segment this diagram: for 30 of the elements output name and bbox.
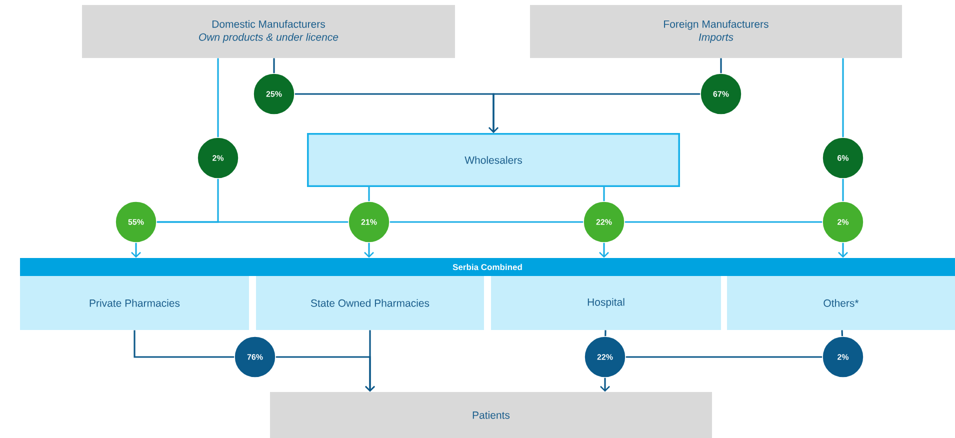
channel-box: Hospital [491, 276, 721, 330]
process-box: Wholesalers [307, 133, 680, 187]
connector [624, 221, 822, 223]
channel-box: State Owned Pharmacies [256, 276, 484, 330]
connector [273, 58, 275, 74]
channel-box: Private Pharmacies [20, 276, 249, 330]
connector [599, 242, 609, 258]
connector [626, 356, 822, 358]
connector [134, 330, 234, 358]
connector [156, 221, 348, 223]
connector [600, 378, 610, 392]
connector [488, 93, 700, 133]
connector [604, 330, 606, 336]
connector [842, 178, 844, 202]
connector [390, 221, 584, 223]
connector [841, 330, 844, 336]
connector [842, 58, 844, 138]
connector [838, 242, 848, 258]
connector [217, 58, 219, 138]
connector [364, 242, 374, 258]
connector [720, 58, 722, 74]
connector [365, 330, 375, 392]
process-box: Patients [270, 392, 712, 438]
connector [131, 242, 141, 258]
process-box: Foreign Manufacturers Imports [530, 5, 902, 58]
channel-box: Others* [727, 276, 955, 330]
connector [368, 187, 370, 202]
region-band: Serbia Combined [20, 258, 955, 276]
process-box: Domestic Manufacturers Own products & under licence [82, 5, 455, 58]
connector [603, 187, 605, 202]
